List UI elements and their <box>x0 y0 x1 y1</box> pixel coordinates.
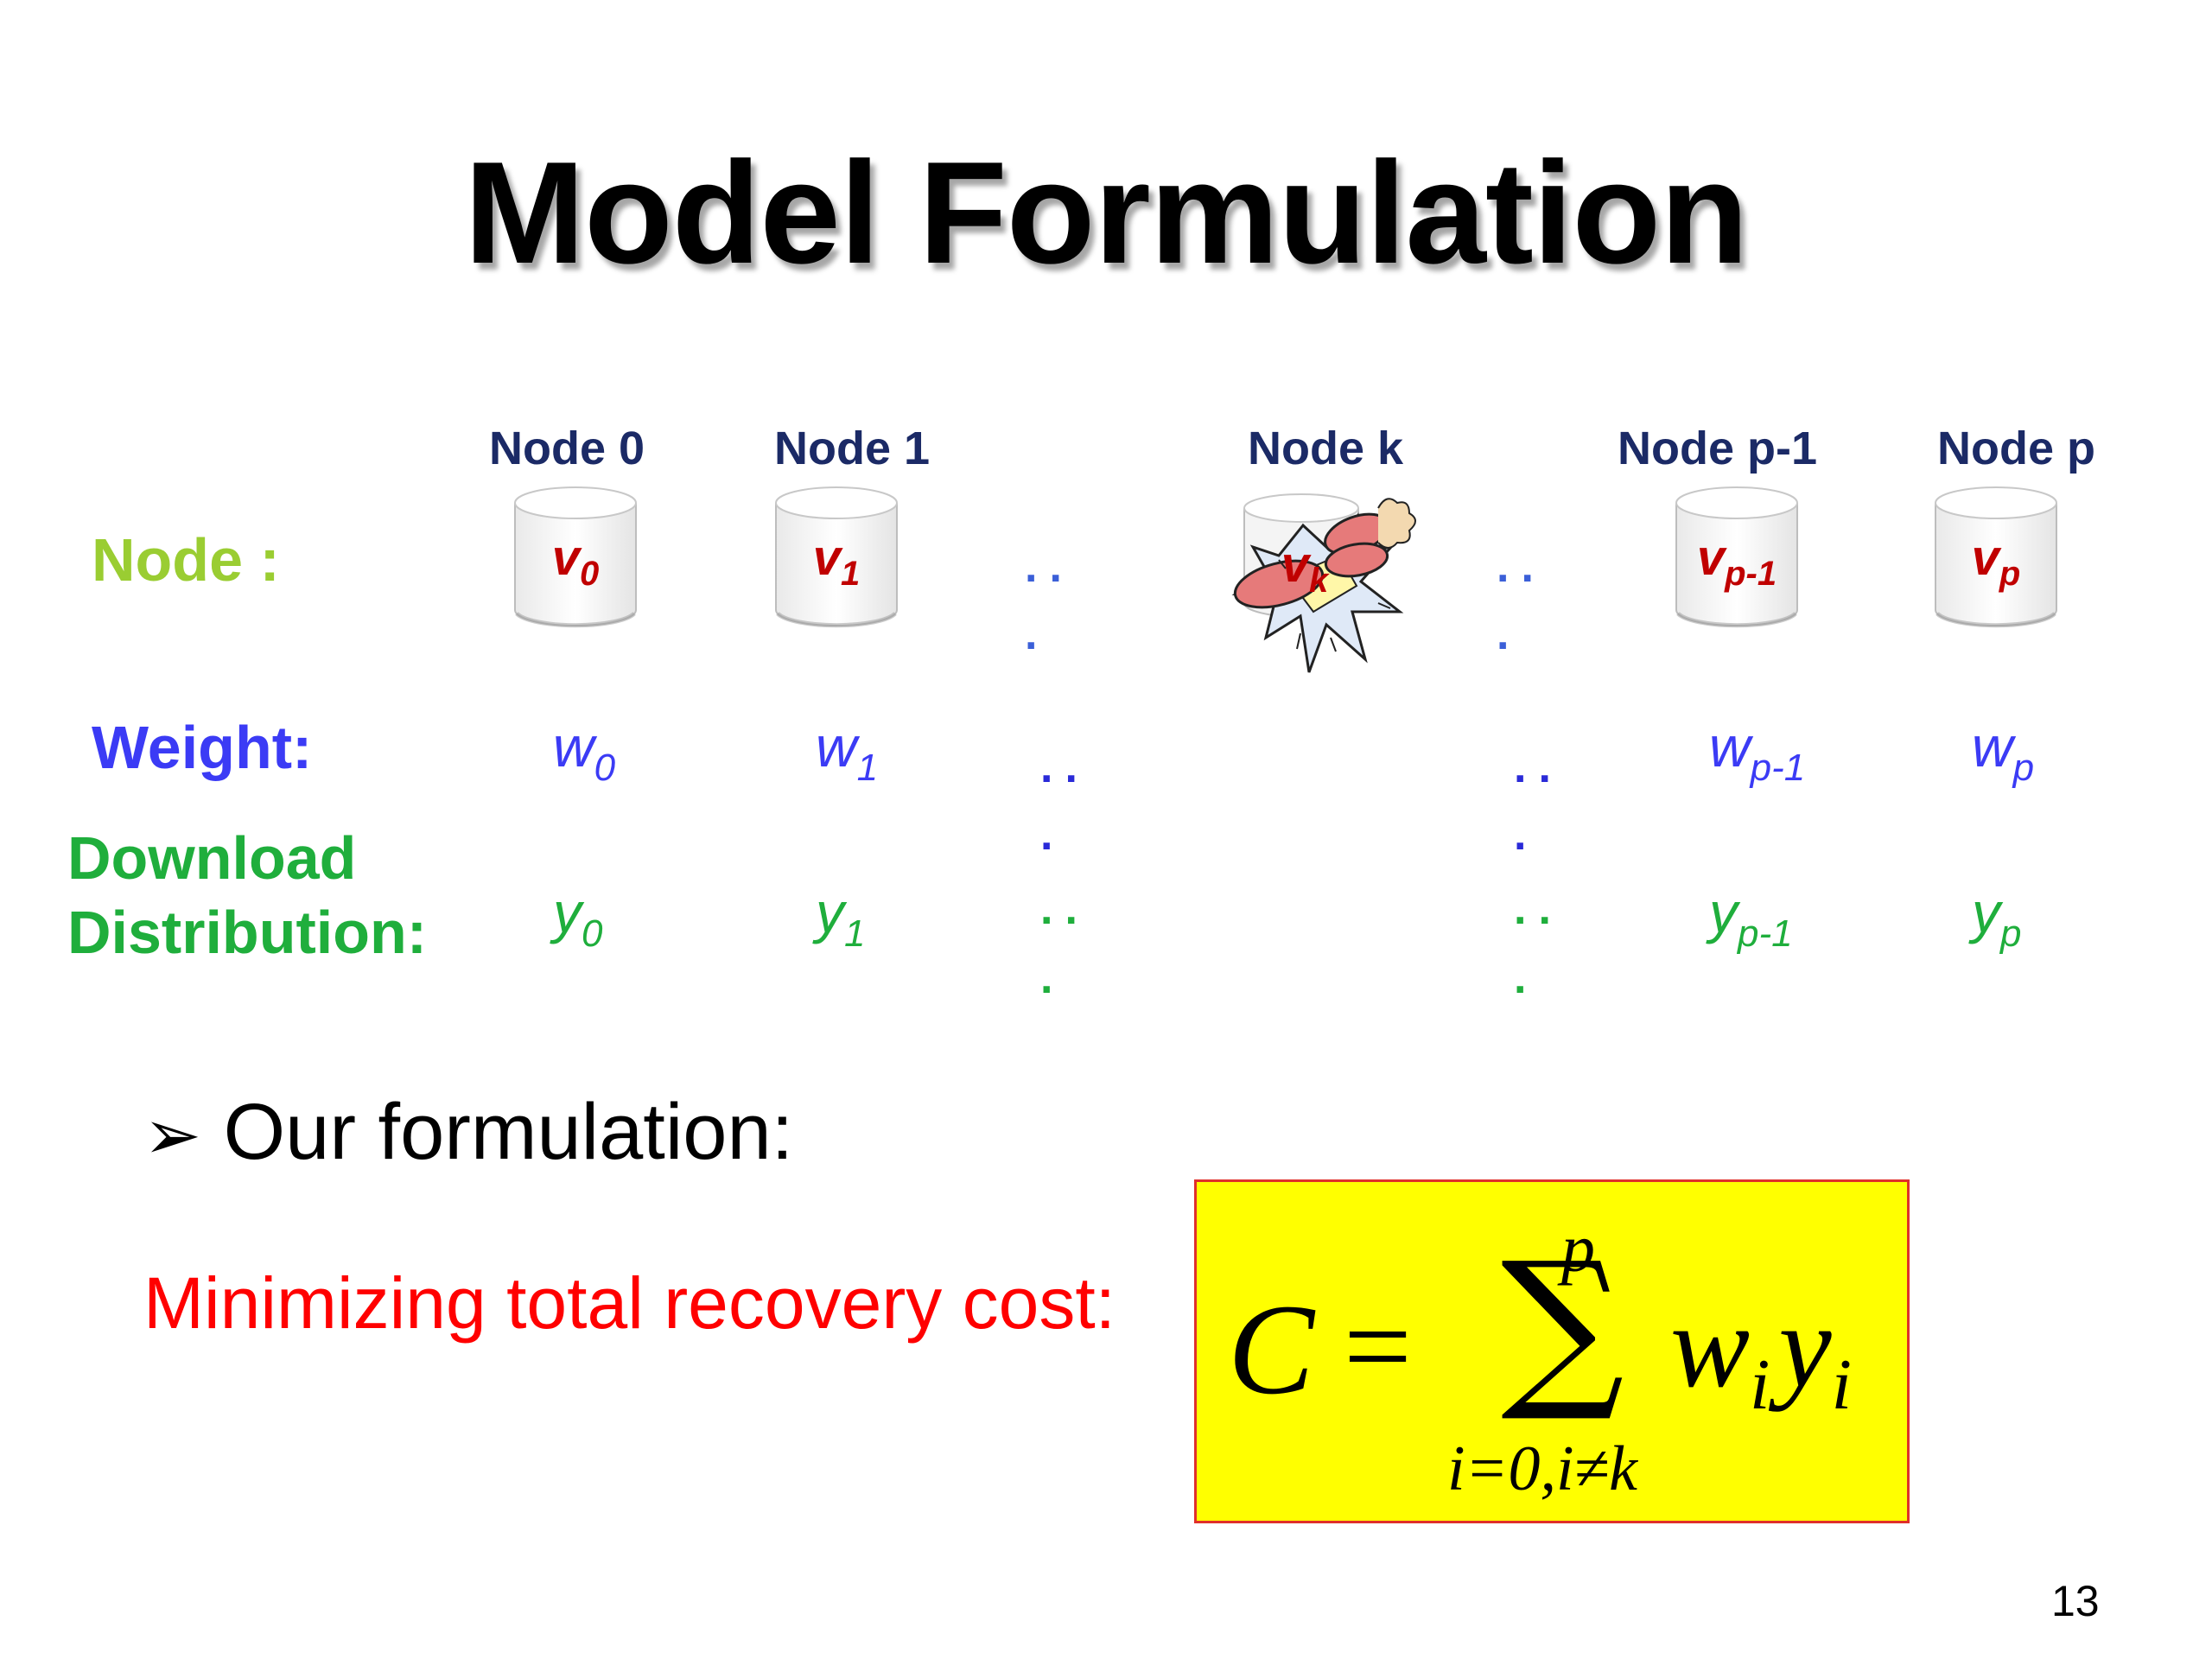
formula-equals: = <box>1344 1280 1412 1414</box>
cylinder-icon <box>775 486 898 628</box>
row-label-weight: Weight: <box>92 714 313 781</box>
slide-title: Model Formulation <box>464 131 1749 294</box>
page-number: 13 <box>2051 1577 2100 1625</box>
weight-p-1: wp-1 <box>1709 715 1806 789</box>
node-0-cylinder: v0 <box>512 484 639 631</box>
node-p-symbol: vp <box>1971 530 2021 593</box>
row-label-node: Node : <box>92 526 280 594</box>
formula-lower-limit: i=0,i≠k <box>1447 1433 1638 1504</box>
header-node-k: Node k <box>1248 423 1404 474</box>
node-p-1-symbol: vp-1 <box>1696 530 1777 593</box>
formula-sum-symbol: ∑ <box>1501 1225 1624 1427</box>
ellipsis-node-left-tail: . <box>1025 609 1050 659</box>
explosion-icon <box>1231 493 1416 673</box>
header-node-0: Node 0 <box>489 423 645 474</box>
header-node-1: Node 1 <box>774 423 931 474</box>
distribution-p: yp <box>1972 880 2022 955</box>
node-p-cylinder: vp <box>1932 484 2060 631</box>
row-label-download: Download <box>67 824 357 892</box>
ellipsis-weight-left: .. <box>1040 742 1090 792</box>
ellipsis-weight-left-tail: . <box>1040 810 1065 860</box>
ellipsis-node-left: .. <box>1025 542 1074 592</box>
weight-1: w1 <box>816 715 879 789</box>
formula-term: wiyi <box>1670 1280 1852 1425</box>
distribution-1: y1 <box>816 880 866 955</box>
row-label-distribution: Distribution: <box>67 899 428 966</box>
node-1-cylinder: v1 <box>772 484 900 631</box>
ellipsis-distribution-left-tail: . <box>1040 953 1065 1003</box>
ellipsis-node-right-tail: . <box>1497 609 1522 659</box>
ellipsis-distribution-left: .. <box>1040 884 1090 934</box>
objective-label: Minimizing total recovery cost: <box>143 1262 1116 1344</box>
distribution-p-1: yp-1 <box>1709 880 1793 955</box>
cylinder-icon <box>1675 486 1798 628</box>
bullet-text: Our formulation: <box>223 1088 794 1176</box>
weight-p: wp <box>1972 715 2035 789</box>
cylinder-icon <box>514 486 637 628</box>
formula-box: C = p ∑ i=0,i≠k wiyi <box>1194 1179 1910 1523</box>
formula-upper-limit: p <box>1561 1211 1595 1286</box>
header-node-p: Node p <box>1937 423 2095 474</box>
ellipsis-weight-right-tail: . <box>1514 810 1539 860</box>
distribution-0: y0 <box>553 880 603 955</box>
bullet-formulation: ➢ Our formulation: <box>143 1087 793 1178</box>
ellipsis-weight-right: .. <box>1514 742 1563 792</box>
node-1-symbol: v1 <box>812 530 861 593</box>
ellipsis-distribution-right-tail: . <box>1514 953 1539 1003</box>
header-node-p-1: Node p-1 <box>1618 423 1818 474</box>
formula-lhs: C <box>1228 1278 1315 1421</box>
ellipsis-distribution-right: .. <box>1514 884 1563 934</box>
weight-0: w0 <box>553 715 616 789</box>
node-k-symbol: vk <box>1281 537 1329 600</box>
node-0-symbol: v0 <box>551 530 600 593</box>
node-k-failed: vk <box>1227 474 1434 690</box>
cylinder-icon <box>1935 486 2057 628</box>
arrow-bullet-icon: ➢ <box>143 1095 202 1175</box>
node-p-1-cylinder: vp-1 <box>1673 484 1801 631</box>
ellipsis-node-right: .. <box>1497 542 1546 592</box>
